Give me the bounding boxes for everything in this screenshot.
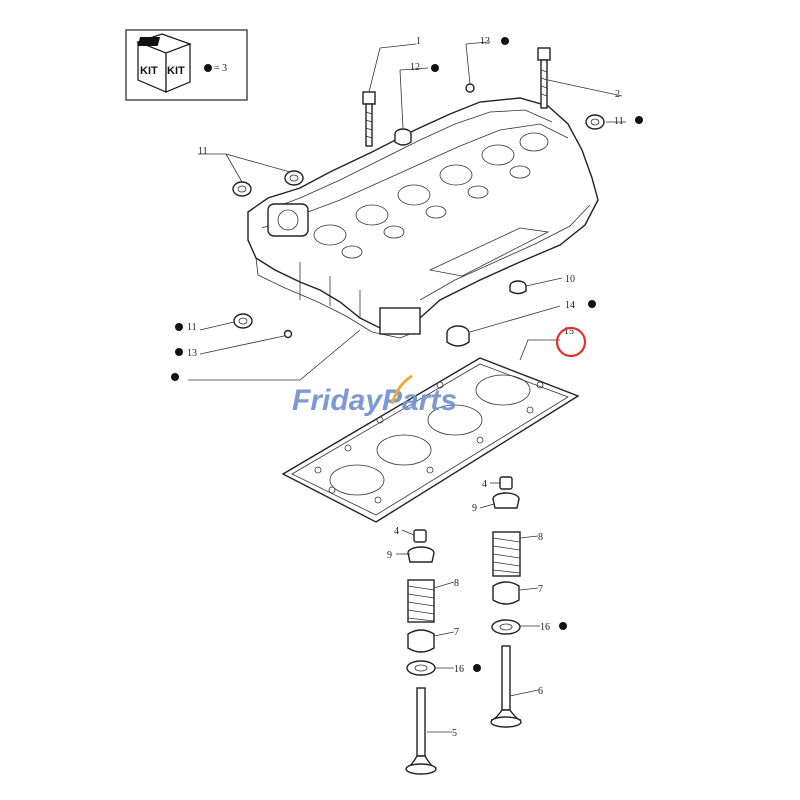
callout-15: 15 <box>564 326 574 337</box>
plug-13-lower <box>283 329 293 339</box>
callout-12-dot <box>431 64 439 72</box>
kit-equals-text: = 3 <box>214 63 227 74</box>
callout-9-left: 9 <box>387 550 392 561</box>
callout-11-right: 11 <box>614 116 624 127</box>
watermark-swoosh-icon <box>390 374 413 405</box>
callout-4-left: 4 <box>394 526 399 537</box>
head-gasket <box>281 357 580 523</box>
kit-label-right: KIT <box>167 65 185 77</box>
kit-legend: KIT KIT = 3 <box>125 29 248 101</box>
callout-11-lower: 11 <box>187 322 197 333</box>
cylinder-head <box>247 97 599 339</box>
callout-11-upper: 11 <box>198 146 208 157</box>
head-bolt-right <box>537 47 551 109</box>
callout-16-right: 16 <box>540 622 550 633</box>
callout-13-lower-dot <box>175 348 183 356</box>
seal-ring-11-lower <box>233 313 253 329</box>
callout-9-right: 9 <box>472 503 477 514</box>
callout-7-right: 7 <box>538 584 543 595</box>
callout-12: 12 <box>410 62 420 73</box>
leader-lines <box>188 41 626 733</box>
callout-16-left-dot <box>473 664 481 672</box>
plug-10 <box>509 280 527 295</box>
cap-plug-12 <box>394 128 412 146</box>
callout-11-right-dot <box>635 116 643 124</box>
callout-11-lower-dot <box>175 323 183 331</box>
callout-7-left: 7 <box>454 627 459 638</box>
callout-16-left: 16 <box>454 664 464 675</box>
callout-8-right: 8 <box>538 532 543 543</box>
callout-13-top: 13 <box>480 36 490 47</box>
watermark: FridayParts <box>292 374 457 417</box>
callout-16-right-dot <box>559 622 567 630</box>
valve-spring-left <box>407 579 435 623</box>
callout-5: 5 <box>452 728 457 739</box>
highlight-circle-15 <box>555 326 587 358</box>
callout-6: 6 <box>538 686 543 697</box>
svg-text:FridayParts: FridayParts <box>292 384 457 417</box>
kit-label-left: KIT <box>140 65 158 77</box>
plug-13-top <box>465 83 475 93</box>
head-bolt-left <box>362 91 376 147</box>
seal-ring-11-right <box>585 114 605 130</box>
valve-assembly-left <box>405 529 437 775</box>
callout-10: 10 <box>565 274 575 285</box>
seal-ring-11-upper-a <box>232 181 252 197</box>
valve-spring-right <box>492 531 521 577</box>
callout-1: 1 <box>416 36 421 47</box>
kit-box-icon: KIT KIT <box>136 33 192 93</box>
callout-8-left: 8 <box>454 578 459 589</box>
seal-ring-11-upper-b <box>284 170 304 186</box>
callout-13-top-dot <box>501 37 509 45</box>
valve-assembly-right <box>490 476 522 728</box>
callouts: 1 13 2 12 11 11 10 14 11 13 15 4 9 8 7 1… <box>171 36 643 739</box>
kit-dot <box>204 64 212 72</box>
callout-2: 2 <box>615 89 620 100</box>
callout-13-lower: 13 <box>187 348 197 359</box>
watermark-text-main: Friday <box>292 384 383 417</box>
callout-4-right: 4 <box>482 479 487 490</box>
callout-14-dot <box>588 300 596 308</box>
plug-14 <box>446 325 470 347</box>
callout-unnumbered-dot <box>171 373 179 381</box>
callout-14: 14 <box>565 300 575 311</box>
